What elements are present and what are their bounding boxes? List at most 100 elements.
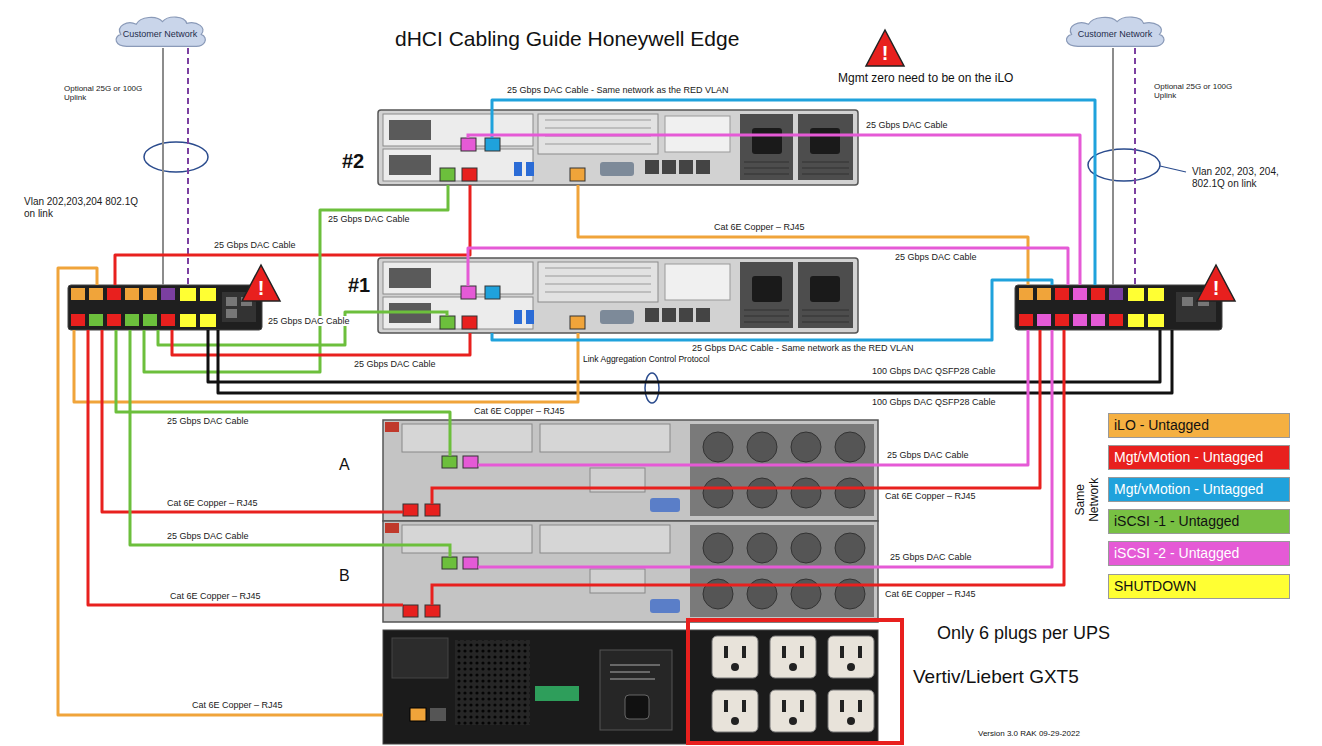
cable-label: 25 Gbps DAC Cable: [893, 252, 979, 262]
port-stub: [432, 488, 878, 504]
network-switch: [1037, 288, 1051, 300]
node-label: A: [339, 456, 350, 474]
network-switch: [1055, 314, 1069, 326]
cable: [162, 48, 164, 285]
legend-swatch: Mgt/vMotion - Untagged: [1108, 445, 1290, 470]
ups-unit: [625, 695, 649, 719]
diagram-title: dHCI Cabling Guide Honeywell Edge: [395, 27, 739, 51]
network-switch: [89, 288, 103, 300]
port-stub: [478, 566, 878, 569]
cable: [1112, 48, 1114, 285]
network-switch: [68, 285, 262, 330]
cable-label: 100 Gbps DAC QSFP28 Cable: [870, 397, 998, 407]
ups-outlet: [828, 636, 874, 678]
cable-label: Cat 6E Copper – RJ45: [472, 406, 567, 416]
cable-label: Optional 25G or 100G Uplink: [1152, 82, 1252, 100]
cable-label: 25 Gbps DAC Cable - Same network as the …: [690, 343, 916, 353]
network-switch: [1148, 314, 1164, 327]
network-switch: [1109, 314, 1123, 326]
cable-label: Cat 6E Copper – RJ45: [168, 591, 263, 601]
node-label: Vertiv/Liebert GXT5: [913, 666, 1079, 688]
legend-swatch: SHUTDOWN: [1108, 574, 1290, 599]
warning-triangle: !: [864, 28, 906, 68]
node-label: !: [258, 277, 265, 300]
network-switch: [1015, 285, 1222, 330]
cloud: Customer Network: [1062, 14, 1168, 48]
network-switch: [1019, 314, 1033, 326]
network-switch: !: [68, 285, 262, 330]
ups-unit: [688, 620, 902, 743]
network-switch: [71, 288, 85, 300]
note-label: Only 6 plugs per UPS: [937, 623, 1110, 644]
cable: [492, 280, 1052, 340]
ups-outlet: [712, 690, 758, 732]
server-node: #1: [378, 258, 858, 333]
node-label: Customer Network: [1078, 29, 1153, 39]
warning-triangle-outline: [242, 265, 280, 301]
cable-label: Vlan 202, 203, 204, 802.1Q on link: [1190, 166, 1282, 189]
storage-controller: [383, 521, 878, 622]
ups-unit: [383, 620, 902, 744]
cable-label: Cat 6E Copper – RJ45: [190, 700, 285, 710]
ups-outlet: [770, 690, 816, 732]
ups-unit: [610, 665, 660, 679]
cable-label: Optional 25G or 100G Uplink: [62, 84, 158, 102]
network-switch: [1091, 288, 1105, 300]
cable: [130, 330, 383, 545]
network-switch: [1128, 314, 1144, 327]
cable: [468, 248, 1068, 285]
port-stub: [383, 545, 450, 557]
ups-unit: Vertiv/Liebert GXT5: [383, 630, 878, 744]
network-switch: [1182, 297, 1193, 306]
network-switch: [125, 314, 139, 326]
cable-label: 25 Gbps DAC Cable: [212, 240, 298, 250]
node-label: #1: [348, 274, 370, 297]
network-switch: [107, 288, 121, 300]
cable-label: 25 Gbps DAC Cable: [266, 316, 352, 326]
port-stub: [383, 511, 403, 514]
network-switch: [1128, 288, 1144, 301]
warning-triangle: !: [240, 263, 282, 303]
network-switch: [226, 309, 237, 318]
bundle-ellipse: [144, 142, 1186, 403]
ups-unit: [383, 630, 878, 744]
storage-controller: B: [383, 521, 878, 622]
network-switch: [161, 288, 175, 300]
legend-swatch: Mgt/vMotion - Untagged: [1108, 477, 1290, 502]
cable-label: Cat 6E Copper – RJ45: [883, 589, 978, 599]
warning-triangle-outline: [866, 30, 904, 66]
cable-label: 100 Gbps DAC QSFP28 Cable: [870, 366, 998, 376]
warning-triangle-outline: [1197, 265, 1235, 301]
node-label: !: [882, 42, 889, 65]
network-switch: [71, 314, 85, 326]
note-label: Mgmt zero need to be on the iLO: [838, 72, 1013, 86]
cable: [492, 100, 1095, 285]
network-switch: [1055, 288, 1069, 300]
network-switch: [1148, 288, 1164, 301]
legend-swatch: iLO - Untagged: [1108, 413, 1290, 438]
server-node: #2: [378, 110, 858, 185]
network-switch: [200, 314, 216, 327]
legend-text: SHUTDOWN: [1109, 575, 1201, 598]
network-switch: [226, 297, 237, 306]
cloud: Customer Network: [112, 14, 209, 48]
network-switch: [143, 314, 157, 326]
cable: [858, 135, 1080, 285]
cable-label: Cat 6E Copper – RJ45: [712, 222, 807, 232]
cable: [88, 330, 383, 605]
bundle-ellipse: [144, 142, 208, 172]
cable-label: 25 Gbps DAC Cable: [352, 359, 438, 369]
cable: [116, 330, 450, 420]
cable-label: 25 Gbps DAC Cable: [165, 531, 251, 541]
cable: [187, 48, 189, 285]
network-switch: [1015, 285, 1222, 330]
cable: [158, 312, 378, 345]
port-stub: [468, 135, 858, 138]
ups-unit: [410, 708, 426, 721]
legend-text: iLO - Untagged: [1109, 414, 1214, 437]
bundle-ellipse: [645, 373, 659, 403]
legend-text: iSCSI -1 - Untagged: [1109, 510, 1244, 533]
